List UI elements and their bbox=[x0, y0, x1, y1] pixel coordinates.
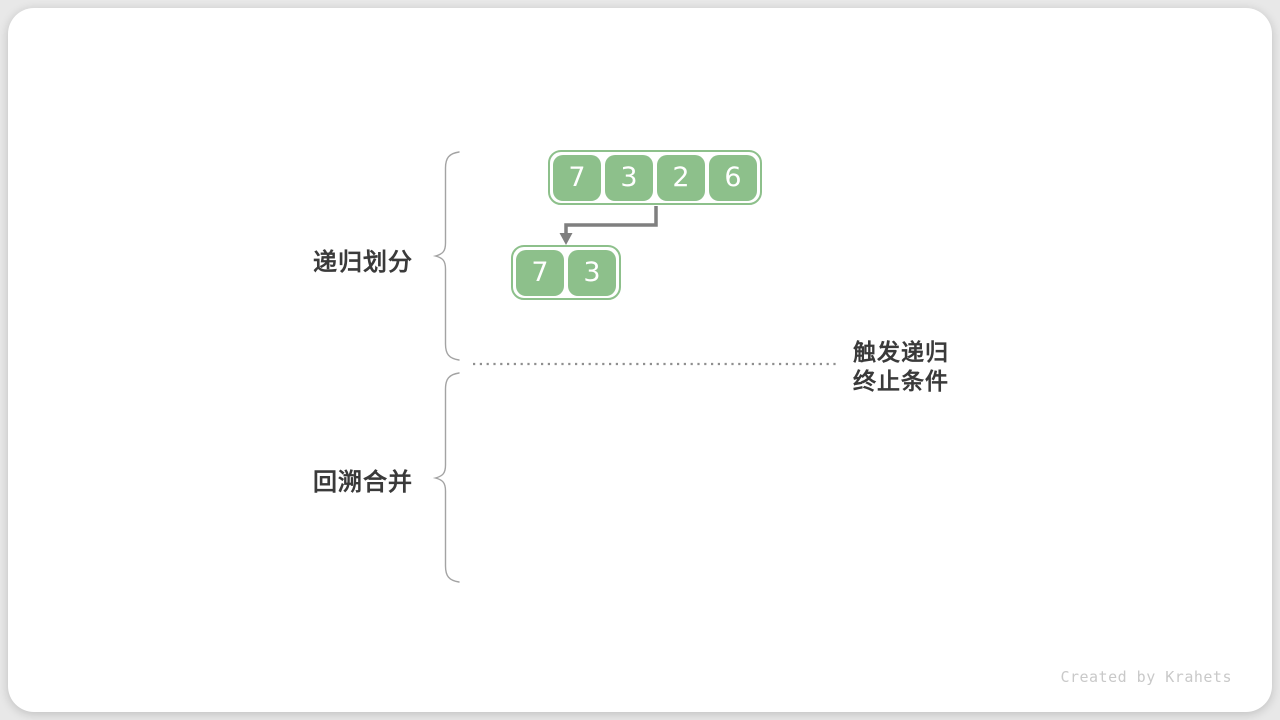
annotation-line-2: 终止条件 bbox=[853, 368, 949, 394]
split-arrow-line bbox=[564, 206, 658, 237]
diagram-shapes-layer bbox=[432, 151, 838, 583]
label-recursive-divide: 递归划分 bbox=[313, 249, 413, 276]
label-backtrack-merge: 回溯合并 bbox=[313, 469, 413, 496]
array-cell: 6 bbox=[709, 154, 757, 201]
annotation-line-1: 触发递归 bbox=[853, 339, 949, 365]
termination-annotation: 触发递归 终止条件 bbox=[853, 338, 949, 396]
array-cell: 3 bbox=[605, 154, 653, 201]
split-arrow-head-icon bbox=[559, 233, 573, 245]
brace-lower-icon bbox=[432, 372, 460, 583]
array-cell: 2 bbox=[657, 154, 705, 201]
array-cell: 7 bbox=[553, 154, 601, 201]
array-cell: 3 bbox=[568, 249, 616, 296]
credit-text: Created by Krahets bbox=[1060, 668, 1232, 686]
brace-upper-icon bbox=[432, 151, 460, 361]
array-cell: 7 bbox=[516, 249, 564, 296]
